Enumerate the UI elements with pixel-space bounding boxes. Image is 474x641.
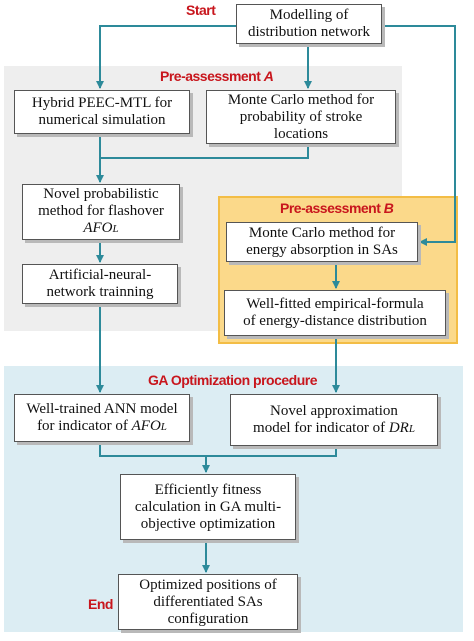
pre-assessment-b-label: Pre-assessment B [280,200,394,216]
arrow-start-to-hybrid [96,25,236,89]
ga-optimization-label: GA Optimization procedure [148,372,318,388]
approximation-model-box: Novel approximation model for indicator … [230,394,438,446]
arrow-hybrid-merge [99,136,309,159]
end-label: End [88,596,113,612]
ann-model-box: Well-trained ANN model for indicator of … [14,394,190,442]
pre-assessment-a-label: Pre-assessment A [160,68,274,84]
arrow-modelling-to-monte-energy [380,25,456,246]
arrow-ann-model-merge [99,444,337,457]
novel-probabilistic-box: Novel probabilistic method for flashover… [22,184,180,240]
start-label: Start [186,2,216,18]
ann-training-box: Artificial-neural-network trainning [22,264,178,304]
